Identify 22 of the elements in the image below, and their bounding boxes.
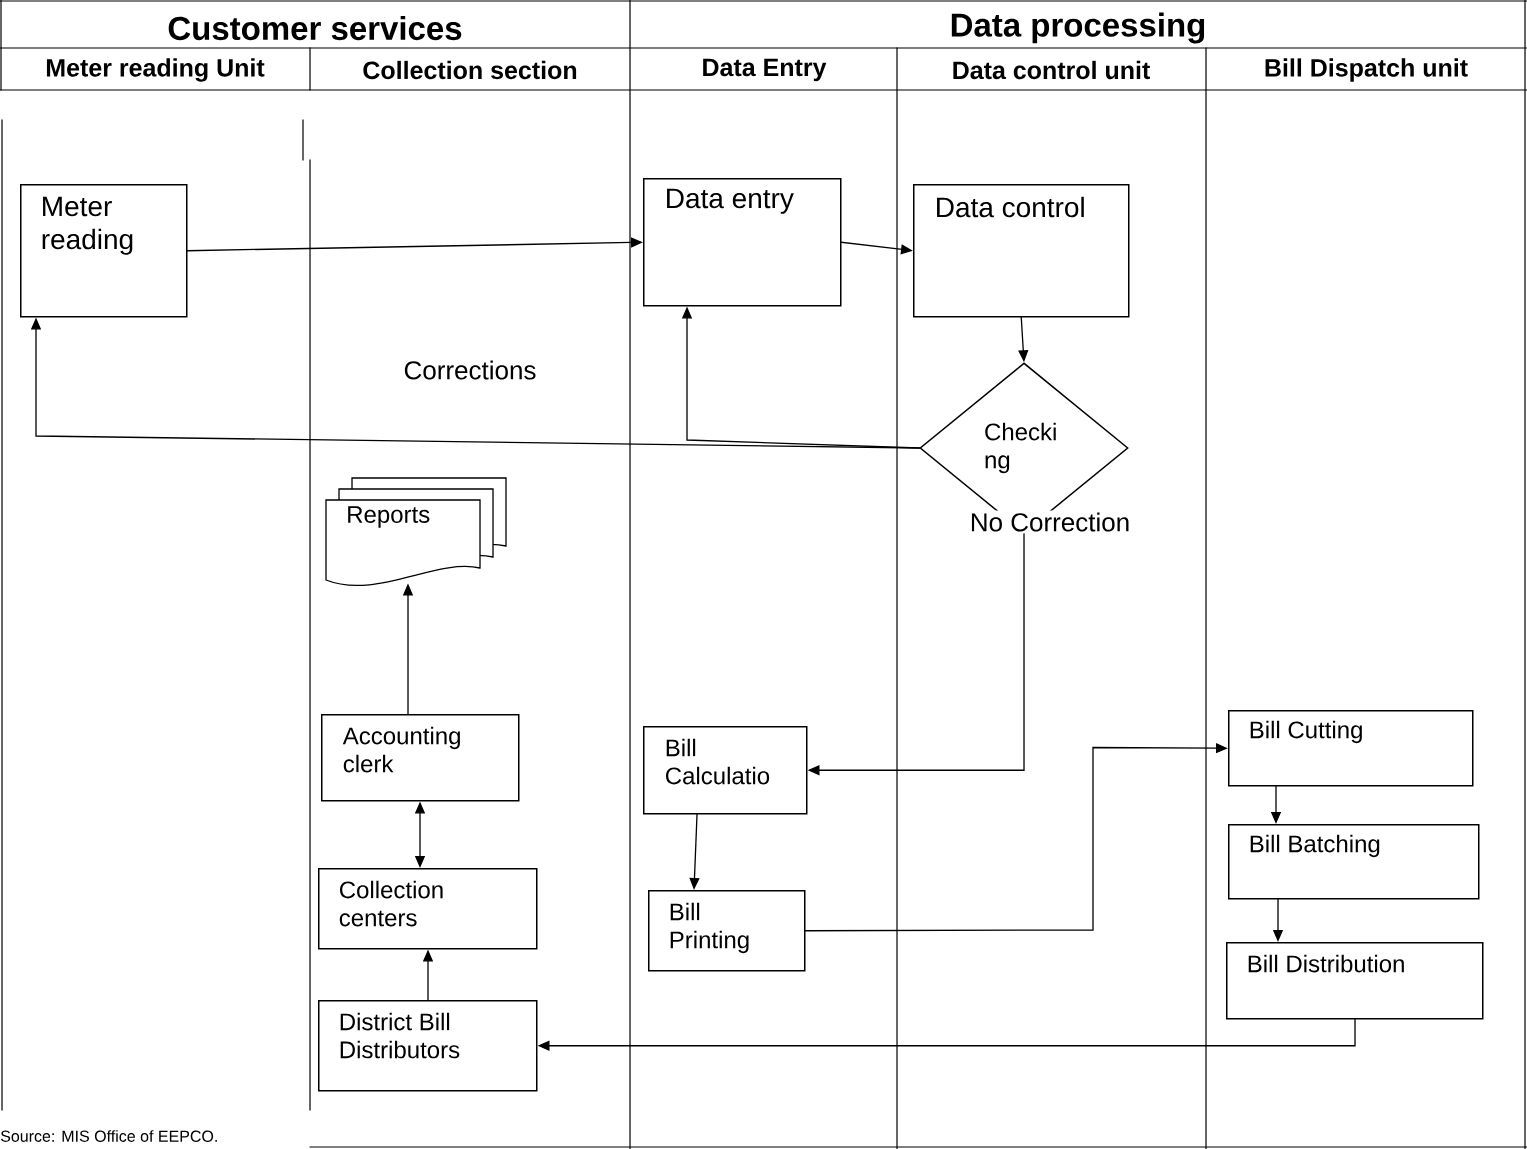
process-box: Meter reading [20,184,188,318]
source-note: Source: MIS Office of EEPCO. [0,1130,217,1142]
lane-group-header: Data processing [951,12,1205,44]
lane-header: Meter reading Unit [46,58,265,82]
lane-header: Collection section [363,60,577,80]
process-box: Data entry [643,178,842,307]
lane-header: Data control unit [953,60,1150,80]
lane-header: Bill Dispatch unit [1265,58,1468,82]
process-box: Bill Printing [648,890,806,972]
process-box: Bill Cutting [1228,710,1474,787]
process-box: Data control [913,184,1130,318]
document-stack: Reports [325,477,507,586]
process-box: Collection centers [318,868,538,950]
process-box: District Bill Distributors [318,1000,538,1092]
lane-header: Data Entry [703,58,827,82]
lane-group-header: Customer services [168,15,462,41]
edge-label: Corrections [401,358,539,382]
edge-label: No Correction [967,510,1133,534]
process-box: Accounting clerk [321,714,520,802]
process-box: Bill Calculatio [643,726,808,815]
process-box: Bill Batching [1228,824,1480,900]
process-box: Bill Distribution [1226,942,1484,1020]
